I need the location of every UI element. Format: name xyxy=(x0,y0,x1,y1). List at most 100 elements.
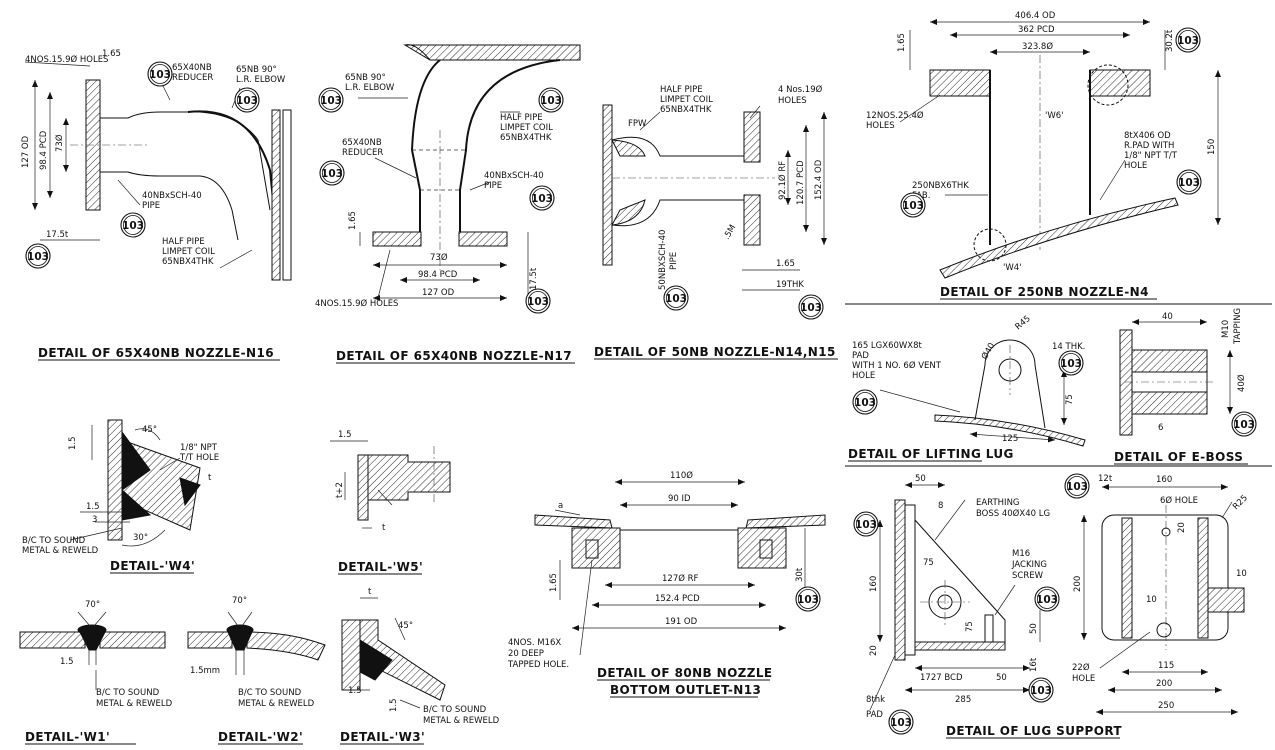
weld-label: t xyxy=(208,473,212,483)
pipe-label-1: 40NBxSCH-40 xyxy=(142,191,202,201)
w1-title: DETAIL-'W1' xyxy=(25,730,110,744)
jack-label-1: M16 xyxy=(1012,549,1030,559)
tapped-hole xyxy=(759,539,773,559)
leader-line xyxy=(1099,631,1151,669)
tapped-hole xyxy=(585,539,599,559)
w4-title: DETAIL-'W4' xyxy=(110,559,195,573)
pipe-label-2: PIPE xyxy=(484,181,502,191)
dim-line xyxy=(969,431,1056,443)
leader-line xyxy=(117,179,141,206)
dim-label: 75 xyxy=(923,558,934,568)
ref-bubble: 103 xyxy=(1034,586,1060,612)
flange-right xyxy=(1089,69,1151,97)
detail-lug-support: 50 8 EARTHING BOSS 40ØX40 LG 75 75 20 16… xyxy=(866,474,1250,739)
ref-bubble: 103 xyxy=(318,87,344,113)
holes-label-3: TAPPED HOLE. xyxy=(507,660,569,670)
dim-label: 160 xyxy=(869,576,879,592)
pcd-label: 362 PCD xyxy=(1018,25,1055,35)
n4-title: DETAIL OF 250NB NOZZLE-N4 xyxy=(940,285,1149,299)
length-label: 40 xyxy=(1162,312,1173,322)
flange-bottom xyxy=(743,194,761,246)
t-label: t xyxy=(382,523,386,533)
elbow-label-1: 65NB 90° xyxy=(236,65,277,75)
leader-line xyxy=(899,94,941,123)
coil-label-3: 65NBX4THK xyxy=(500,133,552,143)
dim-label: 1.65 xyxy=(102,49,121,59)
angle-line xyxy=(93,611,107,627)
svg-text:103: 103 xyxy=(1060,358,1082,370)
angle-label: 45° xyxy=(398,621,413,631)
pad-label-1: 165 LGX60WX8t xyxy=(852,341,923,351)
dim-label: 1.5 xyxy=(86,502,100,512)
holes-label-1: 4 Nos.19Ø xyxy=(778,84,823,95)
coil-label-2: LIMPET COIL xyxy=(162,247,215,257)
flange-left xyxy=(929,69,991,97)
coil-label-3: 65NBX4THK xyxy=(162,257,214,267)
dim-label: 50 xyxy=(996,673,1007,683)
coil-label-2: LIMPET COIL xyxy=(660,95,713,105)
boss-hatch xyxy=(1131,349,1208,373)
angle-label: 70° xyxy=(85,600,100,610)
coil-label-1: HALF PIPE xyxy=(660,85,703,95)
weld-label: 8 xyxy=(938,501,943,511)
od-label: 191 OD xyxy=(665,617,698,627)
n16-title: DETAIL OF 65X40NB NOZZLE-N16 xyxy=(38,346,274,360)
leader-line xyxy=(377,489,393,506)
angle-arc xyxy=(134,428,161,441)
ref-bubble: 103 xyxy=(234,87,260,113)
holes-label-2: 20 DEEP xyxy=(508,649,544,659)
radius-label: R45 xyxy=(1014,314,1033,332)
n13-title-2: BOTTOM OUTLET-N13 xyxy=(610,683,761,697)
elbow-label-2: L.R. ELBOW xyxy=(236,75,286,85)
pcd-label: 98.4 PCD xyxy=(418,270,458,280)
thk-label: 17.5t xyxy=(529,267,539,290)
dim-label: 1.5 xyxy=(68,436,78,450)
coil-label-3: 65NBX4THK xyxy=(660,105,712,115)
dim-label: 1.5 xyxy=(338,430,352,440)
boss-label-1: EARTHING xyxy=(976,498,1020,508)
detail-n13: 110Ø 90 ID 127Ø RF 152.4 PCD 191 OD 1.65… xyxy=(507,470,826,698)
leader-line xyxy=(1099,159,1126,201)
note-label-2: METAL & REWELD xyxy=(22,546,99,556)
rf-label: 127Ø RF xyxy=(662,573,699,584)
ref-bubble: 103 xyxy=(852,389,878,415)
dim-label: 3 xyxy=(92,515,97,525)
reducer-label-2: REDUCER xyxy=(172,73,213,83)
weld-label: .5M xyxy=(722,223,738,241)
od-label: 127 OD xyxy=(21,135,31,168)
leader-line xyxy=(219,249,253,269)
ref-bubble: 103 xyxy=(795,586,821,612)
svg-text:103: 103 xyxy=(800,302,822,314)
shell-wall xyxy=(271,109,281,281)
pipe-label-2: PIPE xyxy=(142,201,160,211)
jack-label-2: JACKING xyxy=(1011,560,1047,570)
weld-fill xyxy=(179,477,201,507)
ref-bubble: 103 xyxy=(900,192,926,218)
weld-fill xyxy=(121,488,152,521)
detail-w2: 70° 1.5mm B/C TO SOUND METAL & REWELD DE… xyxy=(187,596,326,745)
detail-n4: 406.4 OD 362 PCD 323.8Ø 1.65 30.2t 12NOS… xyxy=(866,11,1221,300)
dim-label: 75 xyxy=(965,621,975,632)
leader-line xyxy=(469,181,491,191)
od-label: 406.4 OD xyxy=(1015,11,1056,21)
pipe-label-1: 250NBX6THK xyxy=(912,181,969,191)
svg-text:103: 103 xyxy=(1177,35,1199,47)
holes-label-1: 4NOS. M16X xyxy=(508,638,561,648)
rf-label: 92.1Ø RF xyxy=(777,161,788,200)
ref-bubble: 103 xyxy=(1058,350,1084,376)
svg-text:103: 103 xyxy=(902,200,924,212)
elbow-outer xyxy=(410,59,441,232)
note-label-1: B/C TO SOUND xyxy=(238,688,302,698)
rpad-label-4: HOLE xyxy=(1124,161,1147,171)
detail-w1: 70° 1.5 B/C TO SOUND METAL & REWELD DETA… xyxy=(19,600,173,745)
svg-text:103: 103 xyxy=(890,717,912,729)
gap-label: 1.5 xyxy=(60,657,74,667)
thk-label: 19THK xyxy=(776,280,804,290)
elbow-label-2: L.R. ELBOW xyxy=(345,83,395,93)
rpad-label-2: R.PAD WITH xyxy=(1124,141,1174,151)
dim-label: 10 xyxy=(1236,569,1247,579)
leader-line xyxy=(399,699,421,709)
ref-bubble: 103 xyxy=(1231,411,1257,437)
angle-label: 30° xyxy=(133,533,148,543)
